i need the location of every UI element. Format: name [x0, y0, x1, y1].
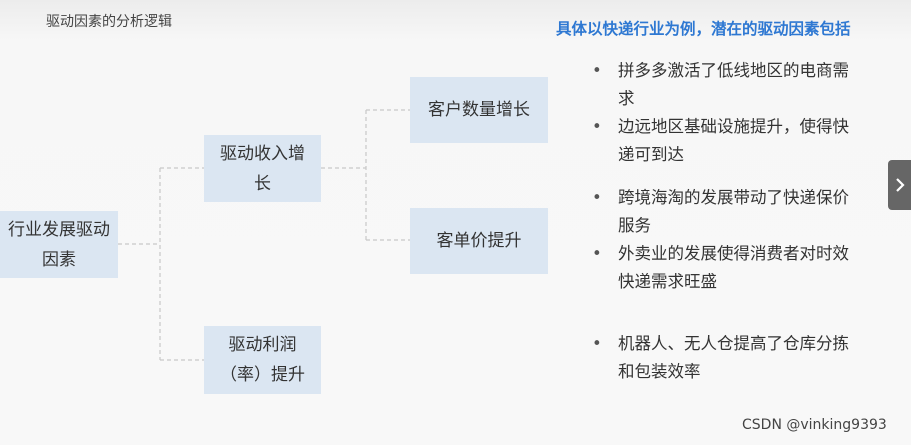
customers-node-label: 客户数量增长: [428, 100, 530, 120]
page-title: 驱动因素的分析逻辑: [46, 14, 172, 30]
revenue-node: 驱动收入增长: [204, 135, 321, 202]
profit-node-label: 驱动利润（率）提升: [220, 335, 305, 385]
root-node-label: 行业发展驱动因素: [8, 219, 110, 270]
root-node: 行业发展驱动因素: [0, 211, 118, 278]
unit-price-node: 客单价提升: [410, 208, 548, 274]
unit-price-bullets: 跨境海淘的发展带动了快递保价服务 外卖业的发展使得消费者对时效快递需求旺盛: [590, 184, 850, 296]
list-item: 边远地区基础设施提升，使得快递可到达: [590, 113, 850, 169]
headline: 具体以快递行业为例，潜在的驱动因素包括: [556, 20, 851, 38]
list-item: 机器人、无人仓提高了仓库分拣和包装效率: [590, 330, 850, 386]
list-item: 跨境海淘的发展带动了快递保价服务: [590, 184, 850, 240]
next-slide-button[interactable]: [888, 160, 911, 210]
chevron-right-icon: [895, 178, 905, 192]
profit-bullets: 机器人、无人仓提高了仓库分拣和包装效率: [590, 330, 850, 386]
profit-node: 驱动利润（率）提升: [204, 326, 321, 394]
customers-node: 客户数量增长: [410, 77, 548, 143]
unit-price-node-label: 客单价提升: [436, 231, 522, 251]
customers-bullets: 拼多多激活了低线地区的电商需求 边远地区基础设施提升，使得快递可到达: [590, 57, 850, 169]
list-item: 外卖业的发展使得消费者对时效快递需求旺盛: [590, 240, 850, 296]
watermark: CSDN @vinking9393: [742, 417, 887, 433]
list-item: 拼多多激活了低线地区的电商需求: [590, 57, 850, 113]
revenue-node-label: 驱动收入增长: [220, 143, 305, 194]
